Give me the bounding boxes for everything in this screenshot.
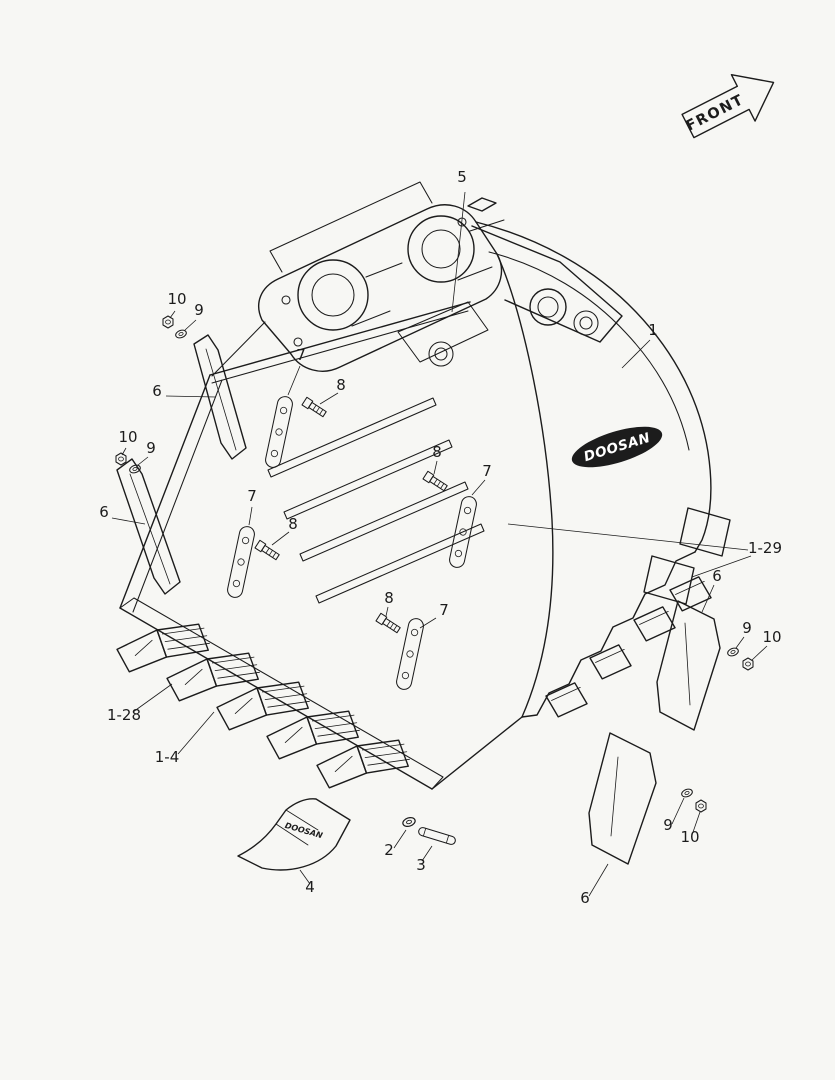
doosan-logo: DOOSAN: [571, 426, 663, 468]
side-cutter-right-upper: [656, 600, 721, 731]
front-direction-arrow: FRONT: [681, 73, 775, 139]
callout-9: 9: [146, 439, 156, 457]
callout-1-4: 1-4: [155, 748, 180, 766]
pin-and-washer: [401, 815, 456, 845]
side-cutter-right-lower: [588, 732, 657, 865]
bucket-tooth-detail: DOOSAN: [237, 798, 351, 871]
callout-6: 6: [152, 382, 162, 400]
callout-8: 8: [288, 515, 298, 533]
callout-1-29: 1-29: [748, 539, 782, 557]
callout-4: 4: [305, 878, 315, 896]
callout-6: 6: [580, 889, 590, 907]
hardware-washers-nuts: [115, 315, 754, 813]
callout-7: 7: [439, 601, 449, 619]
callout-1: 1: [648, 321, 658, 339]
tooth-assemblies: [112, 610, 414, 802]
leader-lines: [111, 191, 768, 897]
wear-strips: [267, 397, 485, 604]
callout-6: 6: [99, 503, 109, 521]
callout-1-28: 1-28: [107, 706, 141, 724]
callout-9: 9: [194, 301, 204, 319]
callout-7: 7: [482, 462, 492, 480]
shim-plate: [467, 197, 497, 212]
callout-3: 3: [416, 856, 426, 874]
pin: [418, 827, 456, 845]
callout-7: 7: [247, 487, 257, 505]
callout-8: 8: [384, 589, 394, 607]
bolt-icons: [254, 396, 449, 635]
side-cutter-left-lower: [116, 458, 181, 595]
callout-8: 8: [336, 376, 346, 394]
callout-5: 5: [457, 168, 467, 186]
callout-10: 10: [762, 628, 781, 646]
callout-8: 8: [432, 443, 442, 461]
callout-labels: 5 1 10 9 6 7 8 10 9 6 7 8 8 7 1-29 6 9 1…: [99, 168, 782, 907]
side-shrouds: [643, 507, 731, 605]
side-cutter-left-upper: [193, 334, 247, 460]
tooth-brand-text: DOOSAN: [284, 821, 324, 840]
callout-6: 6: [712, 567, 722, 585]
callout-2: 2: [384, 841, 394, 859]
callout-9: 9: [663, 816, 673, 834]
callout-10: 10: [118, 428, 137, 446]
callout-7: 7: [296, 346, 306, 364]
callout-10: 10: [680, 828, 699, 846]
mounting-bracket: [211, 181, 623, 377]
bucket-body: [119, 221, 712, 790]
callout-10: 10: [167, 290, 186, 308]
callout-9: 9: [742, 619, 752, 637]
